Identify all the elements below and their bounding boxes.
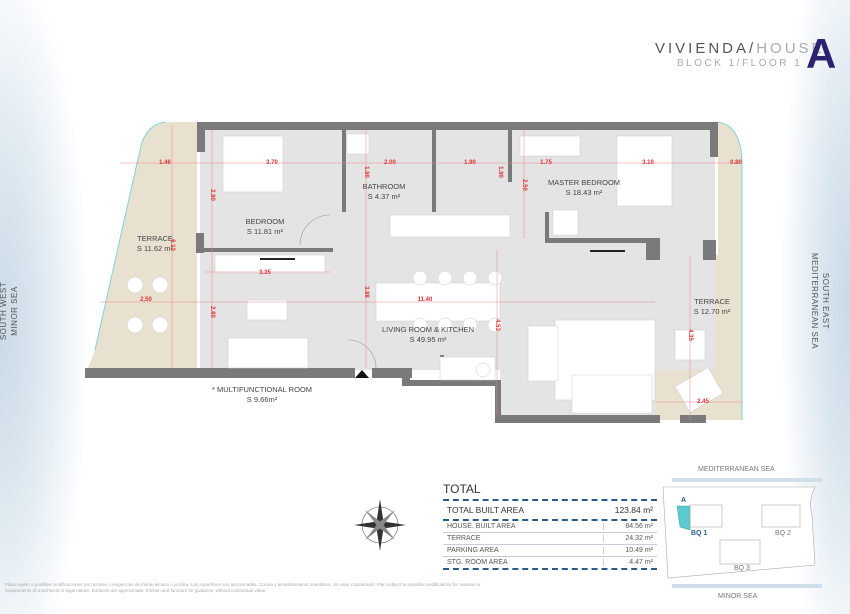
dimension-label: 11.40 (417, 297, 433, 303)
room-area: S 18.43 m² (565, 188, 603, 197)
room-name: MASTER BEDROOM (547, 178, 621, 187)
dimension-label: 2.45 (697, 399, 709, 405)
dimension-label: 1.75 (540, 160, 552, 166)
row-label: STG. ROOM AREA (447, 559, 508, 566)
row-label: TOTAL BUILT AREA (447, 505, 524, 515)
dimension-label: 1.90 (497, 166, 503, 178)
room-name: TERRACE (694, 297, 730, 306)
room-area: S 4.37 m² (367, 192, 401, 201)
house-title: VIVIENDA/HOUSE (655, 40, 825, 57)
dimension-lines (100, 125, 742, 420)
unit-letter: A (806, 30, 837, 77)
dimension-label: 1.46 (159, 160, 171, 166)
title-light: HOUSE (756, 40, 825, 57)
dimension-label: 6.13 (169, 239, 175, 251)
dimension-label: 2.50 (521, 179, 527, 191)
row-value: 84.56 m² (603, 523, 653, 530)
compass-rose-icon (354, 499, 406, 551)
dimension-label: 4.35 (687, 329, 693, 341)
table-row: TOTAL BUILT AREA 123.84 m² (443, 499, 657, 521)
dimension-label: 2.90 (209, 189, 215, 201)
row-label: PARKING AREA (447, 547, 499, 554)
dimension-label: 3.88 (363, 286, 369, 298)
site-map (662, 478, 822, 588)
table-row: TERRACE 24.32 m² (443, 533, 657, 545)
table-row: PARKING AREA 10.49 m² (443, 545, 657, 557)
site-sea-top: MEDITERRANEAN SEA (698, 466, 775, 473)
table-row: STG. ROOM AREA 4.47 m² (443, 557, 657, 570)
room-area: S 49.95 m² (409, 335, 447, 344)
dimension-label: 2.50 (140, 297, 152, 303)
dimension-label: 3.70 (266, 160, 278, 166)
table-row: HOUSE. BUILT AREA 84.56 m² (443, 521, 657, 533)
dimension-label: 4.53 (494, 319, 500, 331)
dimension-label: 0.80 (730, 160, 742, 166)
room-area: S 11.62 m² (136, 244, 174, 253)
dimension-label: 2.00 (384, 160, 396, 166)
block-floor: BLOCK 1/FLOOR 1 (677, 58, 803, 69)
room-name: * MULTIFUNCTIONAL ROOM (211, 385, 313, 394)
row-label: HOUSE. BUILT AREA (447, 523, 516, 530)
room-area: S 9.66m² (246, 395, 278, 404)
terrace-left-edge (94, 121, 166, 351)
room-area: S 12.70 m² (693, 307, 731, 316)
title-dark: VIVIENDA/ (655, 40, 757, 57)
row-value: 123.84 m² (614, 505, 653, 515)
row-value: 24.32 m² (603, 535, 653, 542)
room-name: TERRACE (137, 234, 173, 243)
entrance-marker (355, 370, 369, 378)
row-value: 4.47 m² (603, 559, 653, 566)
footnote: Plano sujeto a posibles modificaciones p… (5, 582, 481, 593)
site-block-1: BQ 1 (691, 530, 708, 537)
dimension-label: 3.10 (642, 160, 654, 166)
site-unit: A (681, 497, 687, 504)
site-block-2: BQ 2 (775, 530, 791, 537)
dimension-label: 3.35 (259, 270, 271, 276)
row-label: TERRACE (447, 535, 481, 542)
room-name: BATHROOM (362, 182, 406, 191)
row-value: 10.49 m² (603, 547, 653, 554)
site-sea-bottom: MINOR SEA (718, 593, 758, 600)
room-area: S 11.81 m² (246, 227, 284, 236)
dimension-label: 1.90 (464, 160, 476, 166)
site-block-3: BQ 3 (734, 565, 750, 572)
dimension-label: 2.80 (209, 306, 215, 318)
totals-title: TOTAL (443, 482, 481, 496)
walls (85, 122, 718, 423)
terrace-left (88, 122, 197, 368)
dimension-label: 1.90 (363, 166, 369, 178)
room-name: LIVING ROOM & KITCHEN (381, 325, 475, 334)
room-name: BEDROOM (245, 217, 285, 226)
totals-table: TOTAL BUILT AREA 123.84 m² HOUSE. BUILT A… (443, 499, 657, 570)
